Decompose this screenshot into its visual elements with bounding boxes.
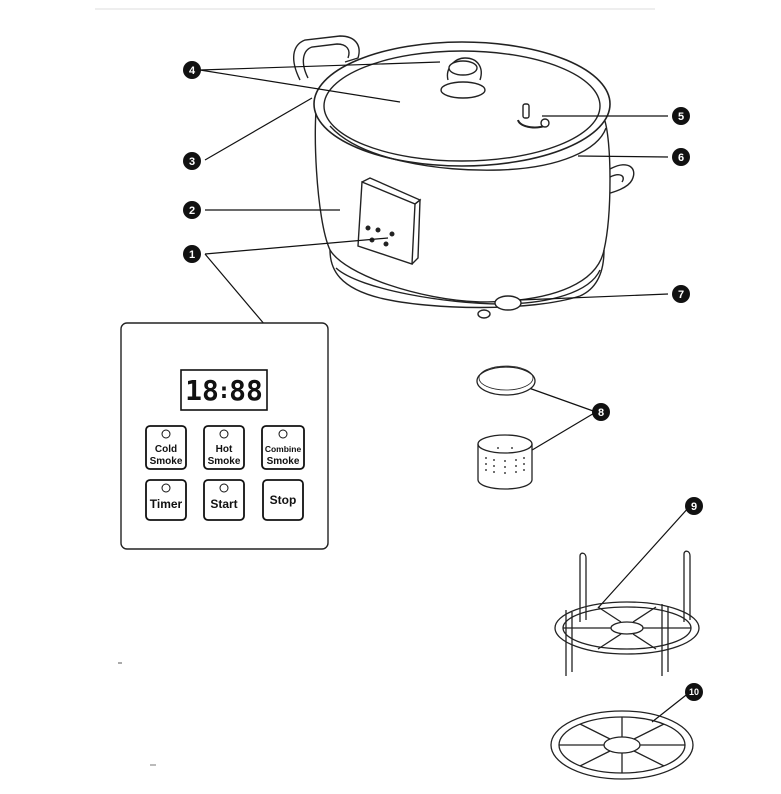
callout-leaders [199, 61, 691, 723]
callout-badge-4: 4 [183, 61, 201, 79]
svg-text:Timer: Timer [150, 497, 183, 511]
glass-lid [313, 41, 611, 167]
lid-knob[interactable] [440, 57, 486, 99]
svg-text:Start: Start [210, 497, 237, 511]
stop-button[interactable]: Stop [262, 479, 304, 521]
svg-text::: : [217, 379, 230, 404]
smoker-unit [293, 35, 635, 319]
base-ring [329, 249, 605, 309]
time-display: 18 : 88 [180, 369, 268, 411]
callout-badge-1: 1 [183, 245, 201, 263]
combine-smoke-button[interactable]: Combine Smoke [261, 425, 305, 470]
svg-text:6: 6 [678, 152, 684, 164]
lid-rim [329, 125, 607, 171]
wood-chip-cup [477, 434, 533, 490]
callout-badge-7: 7 [672, 285, 690, 303]
callout-badge-5: 5 [672, 107, 690, 125]
svg-text:18: 18 [185, 374, 219, 407]
callout-badge-10: 10 [685, 683, 703, 701]
temperature-probe [517, 103, 550, 129]
svg-text:Cold: Cold [155, 444, 177, 455]
indicator-light [494, 295, 522, 311]
svg-text:88: 88 [229, 374, 263, 407]
flat-wire-rack [550, 710, 694, 780]
control-panel-detail: 18 : 88 Cold Smoke Hot Smoke Combine Smo… [120, 322, 329, 550]
svg-text:3: 3 [189, 156, 195, 168]
svg-text:Smoke: Smoke [150, 456, 183, 467]
svg-text:Smoke: Smoke [208, 456, 241, 467]
callout-badge-6: 6 [672, 148, 690, 166]
svg-text:Stop: Stop [270, 493, 297, 507]
svg-text:4: 4 [189, 65, 196, 77]
svg-text:7: 7 [678, 289, 684, 301]
svg-text:5: 5 [678, 111, 684, 123]
timer-button[interactable]: Timer [145, 479, 187, 521]
svg-text:Smoke: Smoke [267, 456, 300, 467]
svg-text:9: 9 [691, 501, 697, 513]
body-control-panel [357, 177, 422, 265]
callout-badge-9: 9 [685, 497, 703, 515]
cold-smoke-button[interactable]: Cold Smoke [145, 425, 187, 470]
svg-text:1: 1 [189, 249, 195, 261]
foot [477, 309, 491, 319]
svg-text:2: 2 [189, 205, 195, 217]
left-handle [293, 35, 360, 81]
svg-text:Hot: Hot [216, 444, 233, 455]
tall-wire-rack [554, 550, 700, 676]
wood-chip-lid [476, 365, 536, 396]
hot-smoke-button[interactable]: Hot Smoke [203, 425, 245, 470]
start-button[interactable]: Start [203, 479, 245, 521]
callout-badge-2: 2 [183, 201, 201, 219]
svg-text:10: 10 [689, 687, 699, 697]
svg-text:8: 8 [598, 407, 604, 419]
callout-badge-8: 8 [592, 403, 610, 421]
svg-text:Combine: Combine [265, 444, 302, 454]
callout-badge-3: 3 [183, 152, 201, 170]
